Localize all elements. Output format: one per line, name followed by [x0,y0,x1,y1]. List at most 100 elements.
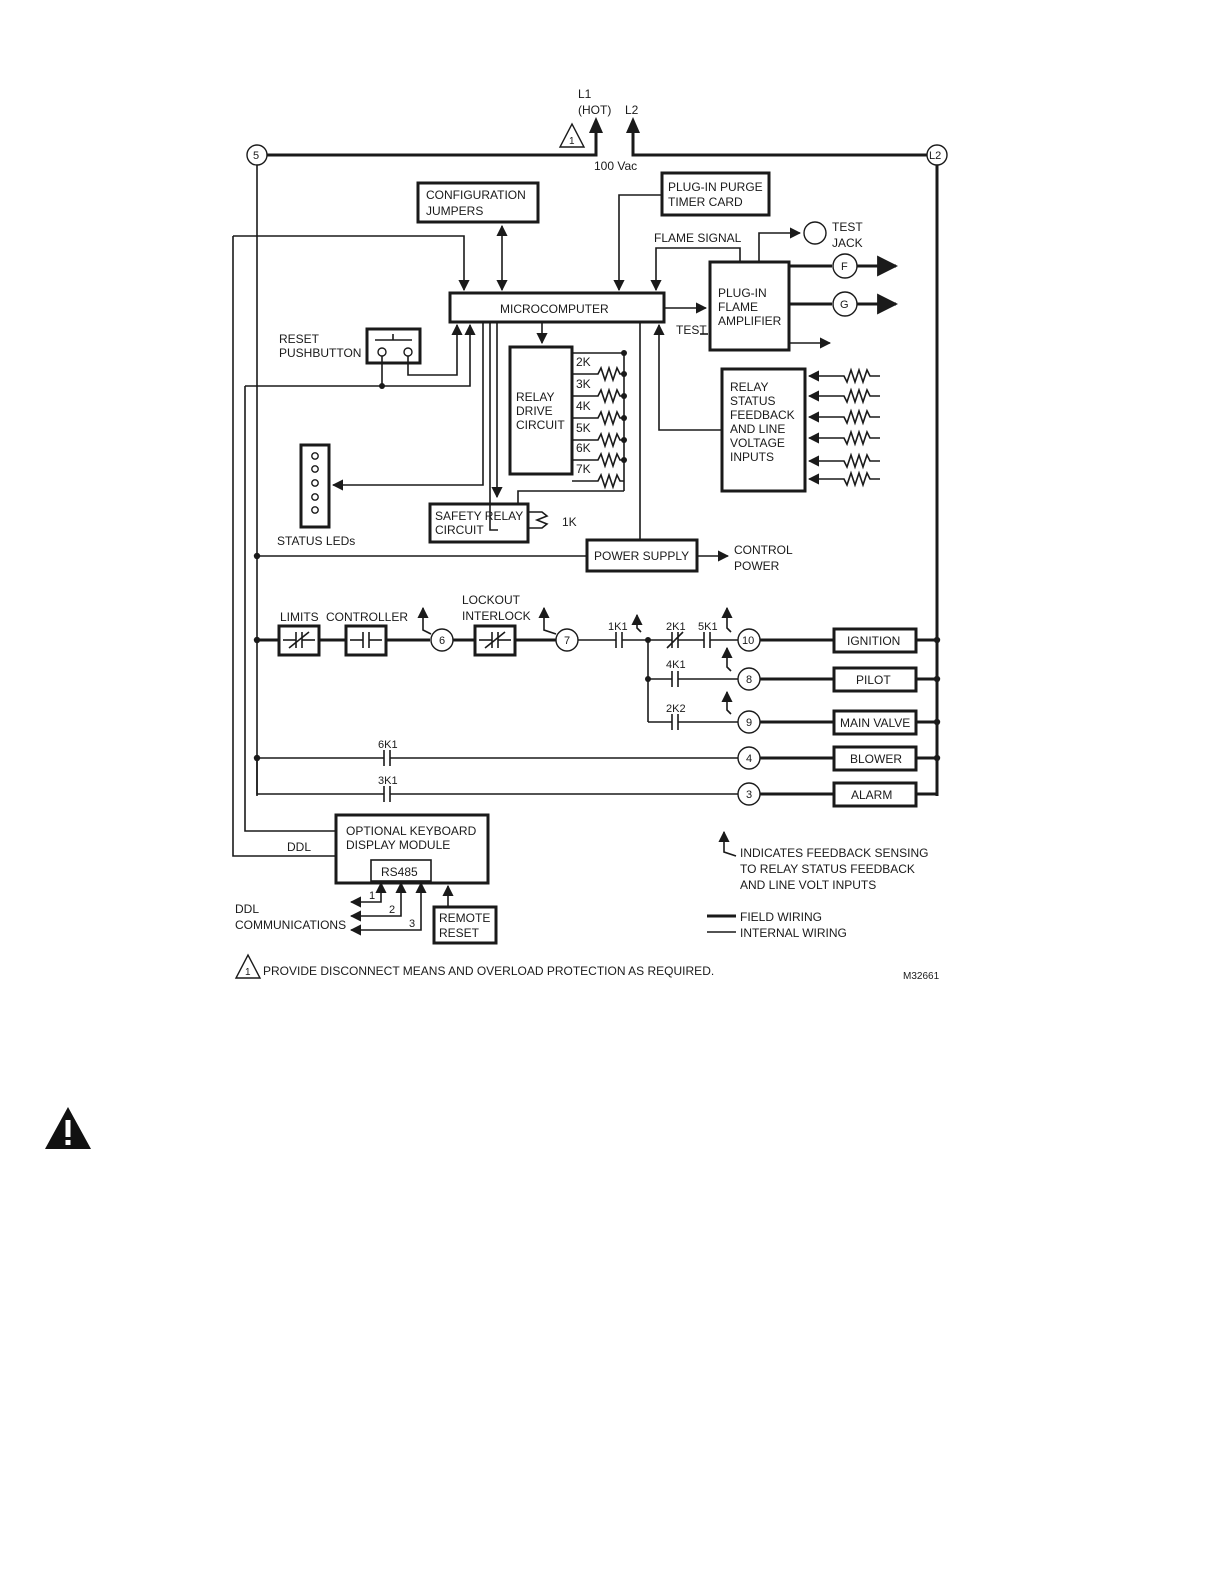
purge-timer-card-block: PLUG-IN PURGE TIMER CARD [613,171,771,292]
svg-text:CONTROLLER: CONTROLLER [326,610,408,624]
svg-text:POWER SUPPLY: POWER SUPPLY [594,549,689,563]
configuration-jumpers-block: CONFIGURATION JUMPERS [416,181,540,292]
svg-text:INTERLOCK: INTERLOCK [462,609,531,623]
power-supply-block: POWER SUPPLY CONTROL POWER [253,322,793,573]
svg-text:2K2: 2K2 [666,703,686,715]
svg-text:5: 5 [253,150,259,162]
svg-text:DDL: DDL [235,902,259,916]
svg-text:F: F [841,261,848,273]
svg-text:JUMPERS: JUMPERS [426,204,483,218]
relay-status-block: RELAY STATUS FEEDBACK AND LINE VOLTAGE I… [653,323,880,493]
svg-text:6: 6 [439,635,445,647]
note-1-triangle-icon [558,122,586,148]
svg-text:7K: 7K [576,462,591,476]
l1-arrow-icon [589,117,603,133]
svg-text:3: 3 [409,918,415,930]
l1-label: L1 [578,87,592,101]
svg-text:PUSHBUTTON: PUSHBUTTON [279,346,361,360]
l2-label: L2 [625,103,639,117]
svg-text:L2: L2 [929,150,941,162]
svg-text:STATUS: STATUS [730,394,776,408]
svg-text:DDL: DDL [287,840,311,854]
svg-text:DISPLAY MODULE: DISPLAY MODULE [346,838,450,852]
warning-triangle-icon [45,1107,91,1149]
svg-text:FEEDBACK: FEEDBACK [730,408,795,422]
svg-text:2: 2 [389,904,395,916]
svg-text:4K: 4K [576,399,591,413]
svg-text:3: 3 [746,789,752,801]
svg-text:MAIN VALVE: MAIN VALVE [840,716,910,730]
svg-text:DRIVE: DRIVE [516,404,553,418]
reset-pushbutton-block: RESET PUSHBUTTON [245,323,476,389]
svg-text:CONFIGURATION: CONFIGURATION [426,188,526,202]
svg-text:4: 4 [746,753,752,765]
svg-text:PLUG-IN PURGE: PLUG-IN PURGE [668,180,763,194]
keyboard-display-block: DDL OPTIONAL KEYBOARD DISPLAY MODULE RS4… [232,236,498,945]
svg-text:6K: 6K [576,441,591,455]
svg-text:VOLTAGE: VOLTAGE [730,436,785,450]
legend: INDICATES FEEDBACK SENSING TO RELAY STAT… [707,830,928,940]
svg-text:RS485: RS485 [381,865,418,879]
svg-text:2K: 2K [576,355,591,369]
svg-text:FLAME: FLAME [718,300,758,314]
svg-text:PLUG-IN: PLUG-IN [718,286,767,300]
svg-text:INPUTS: INPUTS [730,450,774,464]
svg-text:9: 9 [746,717,752,729]
microcomputer-block: MICROCOMPUTER [233,235,708,345]
ladder-rung-ignition: LIMITS CONTROLLER LOCKOUT INTERLOCK 6 7 … [253,593,941,657]
figure-id: M32661 [903,971,940,982]
svg-text:G: G [840,299,849,311]
svg-text:IGNITION: IGNITION [847,634,900,648]
svg-text:RESET: RESET [439,926,480,940]
svg-text:POWER: POWER [734,559,780,573]
relay-coils: 2K 3K 4K 5K 6K 7K [572,350,627,491]
svg-text:PROVIDE DISCONNECT MEANS AND O: PROVIDE DISCONNECT MEANS AND OVERLOAD PR… [263,964,714,978]
power-supply-lines: L1 (HOT) L2 1 100 Vac 5 L2 [246,87,948,796]
svg-text:FIELD WIRING: FIELD WIRING [740,910,822,924]
svg-text:INDICATES FEEDBACK SENSING: INDICATES FEEDBACK SENSING [740,846,928,860]
svg-text:7: 7 [564,635,570,647]
svg-text:OPTIONAL KEYBOARD: OPTIONAL KEYBOARD [346,824,477,838]
svg-text:SAFETY RELAY: SAFETY RELAY [435,509,523,523]
flame-signal-label: FLAME SIGNAL [654,231,742,245]
test-jack [803,221,827,245]
svg-text:BLOWER: BLOWER [850,752,902,766]
svg-text:ALARM: ALARM [851,788,892,802]
svg-text:4K1: 4K1 [666,659,686,671]
feedback-arrow-icon [718,830,737,857]
svg-text:3K1: 3K1 [378,775,398,787]
voltage-label: 100 Vac [594,159,637,173]
l1-hot-label: (HOT) [578,103,611,117]
svg-text:REMOTE: REMOTE [439,911,490,925]
ladder-rung-alarm: 3K1 3 ALARM [256,758,939,808]
svg-text:10: 10 [742,635,754,647]
note-1-marker: 1 [569,136,575,147]
footnote: 1 PROVIDE DISCONNECT MEANS AND OVERLOAD … [234,953,940,982]
svg-text:3K: 3K [576,377,591,391]
flame-amplifier-block: PLUG-IN FLAME AMPLIFIER FLAME SIGNAL TES… [650,220,899,352]
svg-text:RELAY: RELAY [730,380,768,394]
svg-text:COMMUNICATIONS: COMMUNICATIONS [235,918,346,932]
svg-text:TEST: TEST [832,220,863,234]
svg-text:RESET: RESET [279,332,320,346]
feedback-inputs [807,367,880,488]
svg-text:PILOT: PILOT [856,673,891,687]
svg-text:LOCKOUT: LOCKOUT [462,593,521,607]
svg-text:5K: 5K [576,421,591,435]
ladder-rung-main-valve: 2K2 9 MAIN VALVE [648,690,941,736]
svg-text:AND LINE VOLT INPUTS: AND LINE VOLT INPUTS [740,878,876,892]
svg-text:CIRCUIT: CIRCUIT [516,418,565,432]
svg-text:STATUS LEDs: STATUS LEDs [277,534,355,548]
test-label: TEST [676,323,707,337]
l2-arrow-icon [626,117,640,133]
svg-text:MICROCOMPUTER: MICROCOMPUTER [500,302,609,316]
svg-text:AND LINE: AND LINE [730,422,785,436]
relay-drive-block: RELAY DRIVE CIRCUIT 2K 3K 4K 5K 6K 7K [508,345,627,491]
svg-text:5K1: 5K1 [698,621,718,633]
ladder-rung-blower: 6K1 4 BLOWER [253,739,941,772]
svg-text:AMPLIFIER: AMPLIFIER [718,314,782,328]
svg-text:TIMER CARD: TIMER CARD [668,195,743,209]
svg-text:TO RELAY STATUS FEEDBACK: TO RELAY STATUS FEEDBACK [740,862,915,876]
svg-text:RELAY: RELAY [516,390,554,404]
